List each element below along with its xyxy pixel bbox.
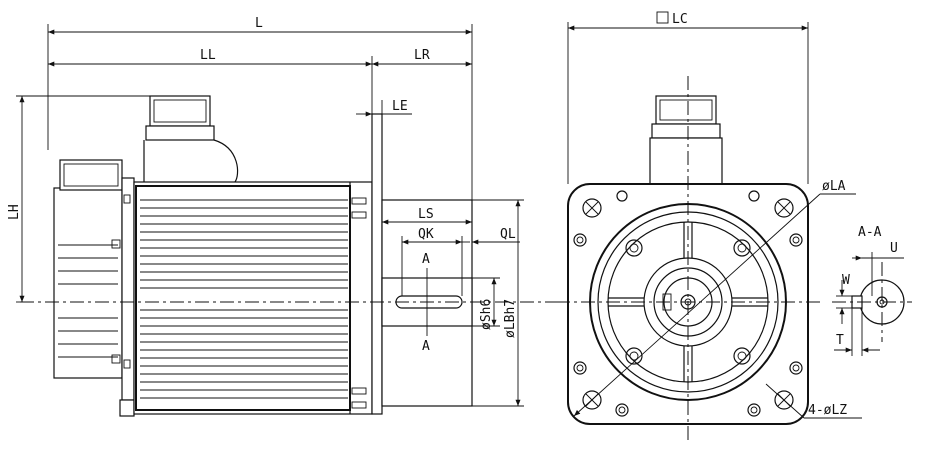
label-LC: LC: [672, 12, 688, 27]
label-section-view: A-A: [858, 225, 882, 240]
label-L: L: [255, 16, 263, 31]
encoder-cover: [53, 159, 135, 417]
power-connector: [143, 95, 239, 183]
section-cut-A: A A: [422, 252, 430, 354]
front-view: LC øLA 4-øLZ: [556, 11, 862, 440]
dim-LZ: 4-øLZ: [765, 383, 862, 419]
dim-LL-LR: LL LR: [48, 48, 472, 114]
label-T: T: [836, 333, 844, 348]
label-LZ: 4-øLZ: [808, 403, 847, 418]
dim-QK-QL: QK QL: [401, 227, 520, 296]
label-QL: QL: [500, 227, 516, 242]
dim-L: L: [47, 16, 473, 200]
label-QK: QK: [418, 227, 434, 242]
section-view-A-A: A-A U W T: [832, 225, 912, 356]
label-section-bottom: A: [422, 339, 430, 354]
dim-LS: LS: [382, 207, 472, 225]
dim-LH: LH: [7, 95, 150, 303]
dim-S: øSh6: [472, 277, 500, 330]
dim-LB: øLBh7: [472, 199, 524, 407]
dim-LA: øLA: [573, 179, 856, 417]
label-LB: øLBh7: [503, 299, 518, 338]
label-U: U: [890, 241, 898, 256]
label-LS: LS: [418, 207, 434, 222]
label-LA: øLA: [822, 179, 846, 194]
dim-LE: LE: [356, 99, 412, 200]
label-LH: LH: [7, 204, 22, 220]
motor-body: [133, 181, 373, 415]
label-section-top: A: [422, 252, 430, 267]
mounting-holes: [573, 190, 803, 417]
dim-LC: LC: [567, 11, 809, 184]
label-LL: LL: [200, 48, 216, 63]
label-W: W: [842, 273, 850, 288]
spokes: [608, 222, 768, 382]
label-S: øSh6: [479, 299, 494, 330]
label-LR: LR: [414, 48, 430, 63]
spigot-bolts: [625, 239, 751, 365]
label-LE: LE: [392, 99, 408, 114]
side-view: L LL LR LE LH LS: [7, 16, 572, 417]
front-connector: [649, 95, 723, 185]
